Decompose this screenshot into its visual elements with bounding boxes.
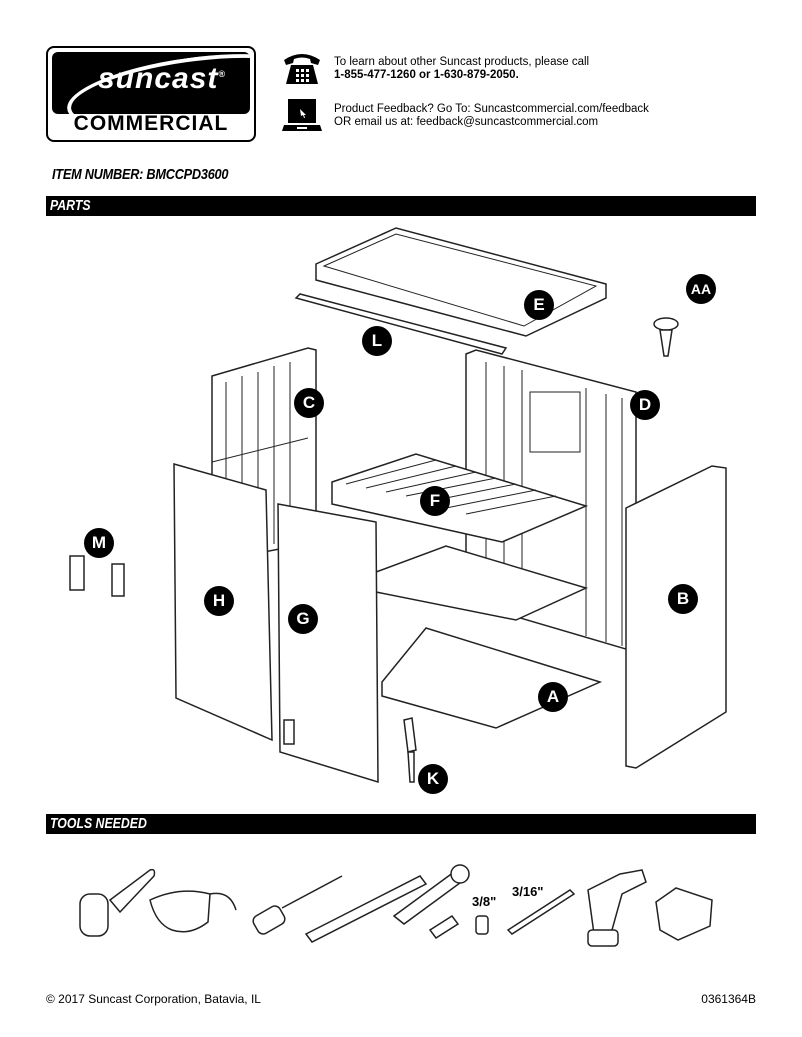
- logo-black-panel: suncast®: [52, 52, 250, 114]
- logo-brand: suncast: [98, 62, 219, 95]
- part-label-d: D: [630, 390, 660, 420]
- phone-contact: To learn about other Suncast products, p…: [282, 50, 589, 86]
- drill-bit-icon: [506, 889, 576, 935]
- power-drill-icon: [587, 869, 647, 947]
- laptop-icon: [282, 99, 322, 131]
- part-label-m: M: [84, 528, 114, 558]
- feedback-contact: Product Feedback? Go To: Suncastcommerci…: [282, 97, 649, 133]
- parts-diagram: E L AA C D F M H G B A K: [46, 222, 756, 812]
- level-icon: [304, 875, 428, 943]
- part-label-l: L: [362, 326, 392, 356]
- feedback-url-text: Product Feedback? Go To: Suncastcommerci…: [334, 103, 649, 115]
- part-label-b: B: [668, 584, 698, 614]
- socket-icon: [475, 915, 489, 935]
- phillips-screwdriver-icon: [252, 875, 343, 935]
- logo-division: COMMERCIAL: [73, 112, 229, 135]
- tools-row: 3/8" 3/16": [60, 850, 740, 950]
- part-label-a: A: [538, 682, 568, 712]
- parts-section-header: PARTS: [46, 196, 756, 216]
- rubber-mallet-icon: [79, 868, 156, 937]
- safety-glasses-icon: [149, 890, 237, 933]
- tools-illustration: [79, 864, 713, 947]
- registered-mark: ®: [218, 69, 227, 79]
- phone-text: To learn about other Suncast products, p…: [334, 56, 590, 68]
- part-label-aa: AA: [686, 274, 716, 304]
- telephone-icon: [284, 54, 320, 84]
- part-label-e: E: [524, 290, 554, 320]
- tools-heading: TOOLS NEEDED: [50, 815, 147, 832]
- part-label-c: C: [294, 388, 324, 418]
- part-label-h: H: [204, 586, 234, 616]
- part-label-g: G: [288, 604, 318, 634]
- work-gloves-icon: [655, 887, 713, 941]
- phone-numbers: 1-855-477-1260 or 1-630-879-2050.: [334, 69, 519, 81]
- suncast-commercial-logo: suncast® COMMERCIAL: [46, 46, 256, 142]
- shed-exploded-illustration: [69, 227, 727, 784]
- tools-section-header: TOOLS NEEDED: [46, 814, 756, 834]
- item-number: ITEM NUMBER: BMCCPD3600: [52, 166, 229, 183]
- part-label-k: K: [418, 764, 448, 794]
- socket-size-label: 3/8": [472, 894, 497, 909]
- drill-bit-size-label: 3/16": [512, 884, 544, 899]
- part-label-f: F: [420, 486, 450, 516]
- copyright: © 2017 Suncast Corporation, Batavia, IL: [46, 992, 261, 1006]
- ratchet-icon: [392, 864, 470, 940]
- document-code: 0361364B: [701, 992, 756, 1006]
- parts-heading: PARTS: [50, 197, 91, 214]
- feedback-email-text: OR email us at: feedback@suncastcommerci…: [334, 116, 599, 128]
